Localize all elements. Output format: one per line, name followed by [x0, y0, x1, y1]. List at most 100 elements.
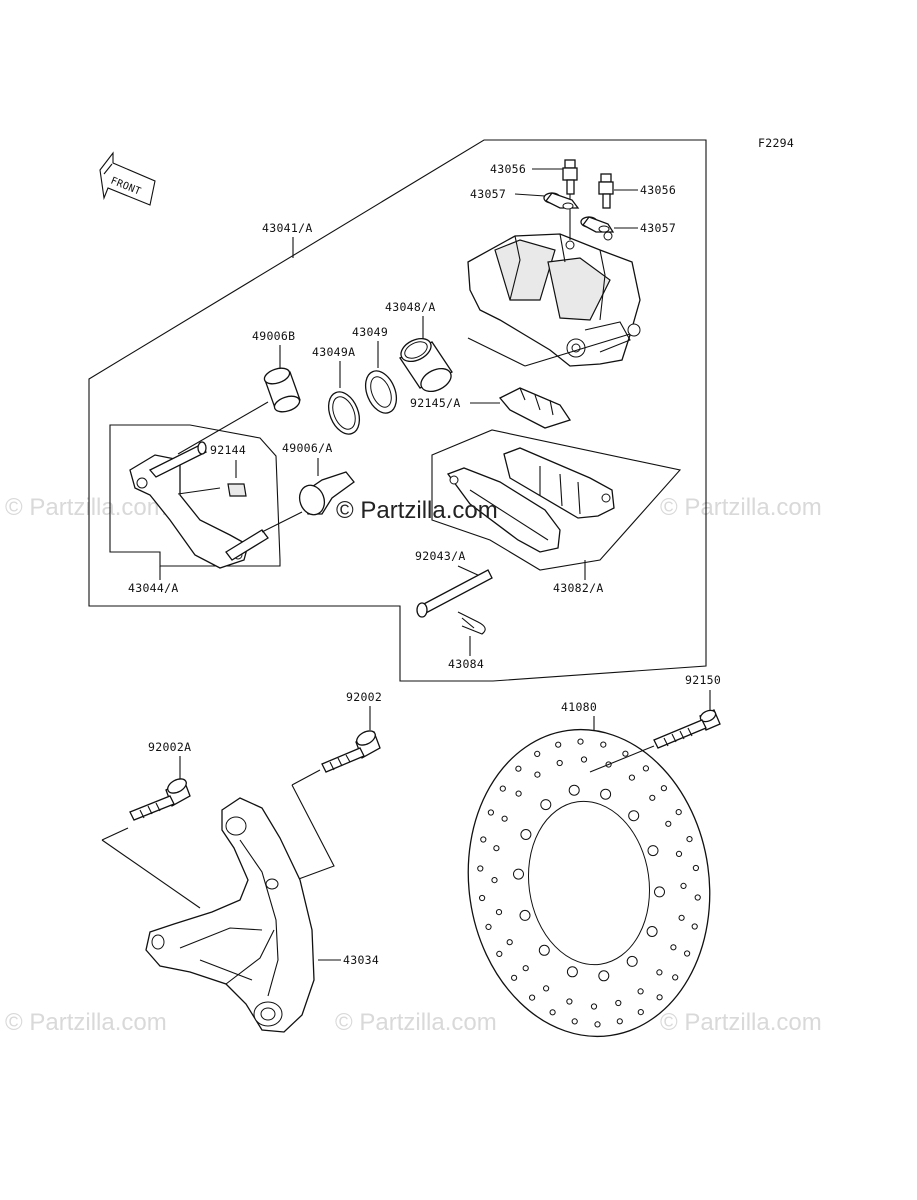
disc-hole: [477, 865, 484, 872]
label-43048A: 43048/A: [385, 300, 436, 314]
disc-hole: [479, 894, 486, 902]
disc-bolt-icon: [653, 709, 721, 749]
disc-hole: [519, 909, 531, 921]
disc-hole: [646, 926, 658, 937]
brake-pad-inner-icon: [503, 447, 615, 519]
disc-hole: [649, 794, 656, 801]
disc-holes: [477, 738, 701, 1028]
disc-hole: [495, 909, 503, 916]
disc-hole: [491, 877, 498, 884]
disc-hole: [590, 1003, 598, 1010]
pad-group-outline: [431, 429, 682, 571]
disc-hole: [566, 966, 578, 978]
disc-hole: [580, 756, 588, 763]
dust-seal-icon: [327, 391, 361, 435]
disc-hole: [520, 829, 532, 840]
leader-boot-slider: [261, 511, 303, 533]
disc-hole: [637, 988, 644, 995]
bleeder-screw-icon: [562, 159, 578, 195]
disc-hole: [660, 785, 668, 792]
disc-hole: [571, 1018, 578, 1025]
watermark-left-mid: © Partzilla.com: [5, 494, 167, 521]
disc-hole: [506, 939, 513, 946]
disc-hole: [538, 944, 550, 956]
disc-hole: [534, 750, 541, 758]
pad-spring-icon: [498, 387, 572, 429]
disc-hole: [568, 784, 580, 796]
front-arrow-icon: FRONT: [99, 151, 156, 206]
leader-caliper-left: [467, 337, 526, 367]
label-92144: 92144: [210, 443, 246, 457]
leader-bolt-b-tail: [291, 769, 321, 786]
disc-hole: [642, 765, 650, 772]
label-43034: 43034: [343, 953, 379, 967]
disc-hole: [513, 868, 524, 880]
disc-hole: [522, 965, 529, 972]
brake-pad-outer-icon: [446, 467, 561, 553]
bracket-group-outline: [109, 424, 281, 567]
pad-pin-icon: [416, 569, 493, 618]
leader-92043A: [457, 565, 481, 577]
leader-bolt-a-tail: [101, 827, 129, 841]
disc-hole: [675, 809, 682, 816]
disc-hole: [686, 836, 693, 843]
disc-hole: [510, 974, 518, 981]
disc-hole: [566, 998, 573, 1005]
label-43084: 43084: [448, 657, 484, 671]
label-92150: 92150: [685, 673, 721, 687]
watermark-left-bottom: © Partzilla.com: [5, 1009, 167, 1036]
label-43056-top: 43056: [490, 162, 526, 176]
bleeder-cap-icon: [543, 192, 580, 210]
disc-hole: [529, 994, 536, 1001]
leader-caliper-right: [524, 333, 631, 367]
disc-hole: [694, 894, 701, 901]
watermark-right-bottom: © Partzilla.com: [660, 1009, 822, 1036]
disc-hole: [543, 985, 550, 992]
label-43041A: 43041/A: [262, 221, 313, 235]
pin-clip-icon: [457, 611, 486, 635]
disc-hole: [691, 923, 698, 930]
disc-hole: [600, 741, 607, 748]
caliper-body: [467, 231, 641, 367]
disc-hole: [600, 788, 612, 800]
disc-hole: [654, 886, 665, 898]
label-92002: 92002: [346, 690, 382, 704]
disc-hole: [480, 836, 487, 843]
label-49006A: 49006/A: [282, 441, 333, 455]
leader-bolt-a-bracket: [101, 839, 201, 909]
boot-slider-icon: [298, 471, 355, 516]
watermark-center-bottom: © Partzilla.com: [335, 1009, 497, 1036]
disc-hole: [670, 944, 677, 951]
piston-seal-icon: [364, 370, 398, 414]
disc-hole: [615, 999, 622, 1007]
label-41080: 41080: [561, 700, 597, 714]
disc-hole: [637, 1009, 644, 1016]
leader-boot-to-bracket: [177, 401, 269, 455]
label-43057-left: 43057: [470, 187, 506, 201]
label-43082A: 43082/A: [553, 581, 604, 595]
watermark-layer: © Partzilla.com © Partzilla.com © Partzi…: [5, 494, 822, 1036]
leader-disc-bolt: [589, 745, 655, 773]
watermark-main: © Partzilla.com: [336, 497, 498, 524]
disc-hole: [549, 1009, 556, 1016]
disc-hole: [692, 864, 700, 872]
label-43057-right: 43057: [640, 221, 676, 235]
watermark-right-mid: © Partzilla.com: [660, 494, 822, 521]
mount-bracket-icon: [145, 797, 315, 1033]
bleeder-cap-right-icon: [580, 216, 615, 233]
disc-hole: [515, 790, 522, 797]
label-43044A: 43044/A: [128, 581, 179, 595]
bolt-92002A-icon: [129, 778, 191, 821]
piston-icon: [399, 337, 453, 393]
bolt-92002-icon: [321, 730, 381, 773]
disc-hole: [656, 994, 663, 1001]
front-arrow-label: FRONT: [109, 176, 142, 198]
disc-hole: [515, 765, 522, 772]
disc-hole: [675, 850, 683, 858]
disc-hole: [534, 771, 541, 778]
disc-hole: [577, 738, 584, 745]
pad-retainer-icon: [227, 483, 247, 497]
leader-43057-left: [514, 193, 546, 197]
boot-icon: [263, 367, 301, 413]
